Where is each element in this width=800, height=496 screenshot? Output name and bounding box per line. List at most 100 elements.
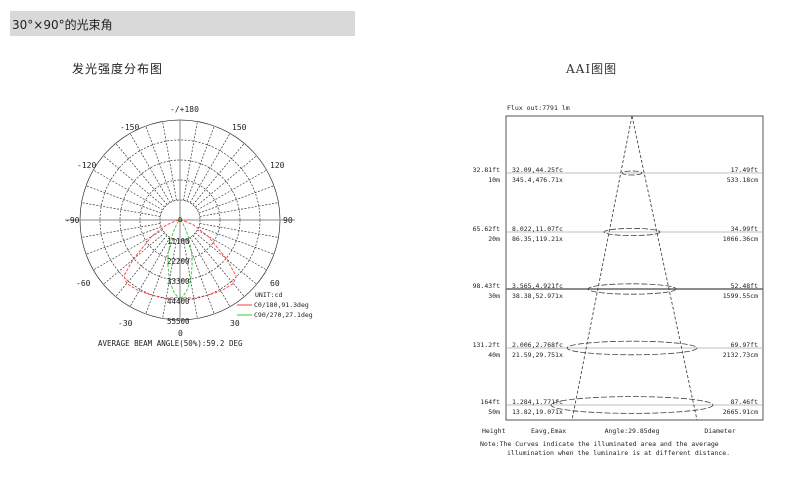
polar-spoke: [145, 238, 174, 315]
illuminance-lx: 38.38,52.971x: [512, 292, 563, 300]
polar-spoke: [186, 238, 215, 315]
beam-ellipse: [587, 283, 677, 295]
polar-spoke: [195, 155, 257, 208]
section-title: 30°×90°的光束角: [12, 18, 113, 32]
polar-spoke: [183, 121, 198, 201]
beam-ellipse: [603, 227, 661, 236]
polar-labels: -/+180 -150 150 -120 120 -90 90 -60 60 -30 30 0 0 111…: [65, 105, 313, 348]
ring-label: 44400: [167, 297, 190, 306]
polar-spoke: [85, 185, 162, 214]
diameter-ft: 34.99ft: [731, 225, 758, 233]
column-header: Eavg,Emax: [531, 427, 566, 435]
column-header: Angle:29.85deg: [605, 427, 660, 435]
beam-cone-left: [571, 115, 633, 421]
diameter-cm: 1599.55cm: [723, 292, 758, 300]
height-m: 50m: [488, 408, 500, 416]
polar-spoke: [129, 133, 171, 203]
intensity-curve-c0-180: [123, 219, 237, 299]
note-line-1: Note:The Curves indicate the illuminated…: [480, 440, 719, 448]
polar-spoke: [195, 232, 257, 285]
height-ft: 131.2ft: [473, 341, 500, 349]
aai-frame: [505, 115, 764, 421]
angle-label: 30: [230, 319, 240, 328]
aai-chart-title: AAI图图: [566, 62, 618, 76]
polar-spoke: [129, 237, 171, 307]
polar-grid: [65, 119, 295, 321]
illuminance-fc: 32.09,44.25fc: [512, 166, 563, 174]
illuminance-fc: 2.006,2.768fc: [512, 341, 563, 349]
polar-spoke: [189, 133, 231, 203]
angle-label: -90: [65, 216, 80, 225]
polar-spoke: [162, 121, 177, 201]
illuminance-fc: 8.022,11.07fc: [512, 225, 563, 233]
polar-spoke: [199, 223, 279, 238]
illuminance-lx: 345.4,476.71x: [512, 176, 563, 184]
diameter-cm: 533.18cm: [727, 176, 758, 184]
diameter-ft: 17.49ft: [731, 166, 758, 174]
angle-label: -60: [76, 279, 91, 288]
angle-label: -120: [77, 161, 96, 170]
polar-spoke: [197, 169, 267, 211]
angle-label: 150: [232, 123, 247, 132]
illuminance-lx: 86.35,119.21x: [512, 235, 563, 243]
polar-spoke: [115, 235, 168, 297]
ring-label: 55500: [167, 317, 190, 326]
illuminance-fc: 1.284,1.771fc: [512, 398, 563, 406]
column-header: Height: [482, 427, 506, 435]
ring-label: 33300: [167, 277, 190, 286]
diameter-cm: 1066.36cm: [723, 235, 758, 243]
polar-spoke: [197, 229, 267, 271]
polar-curves: [123, 219, 237, 301]
diameter-ft: 87.46ft: [731, 398, 758, 406]
column-header: Diameter: [704, 427, 735, 435]
angle-label: -30: [118, 319, 133, 328]
polar-spoke: [85, 226, 162, 255]
polar-spoke: [186, 125, 215, 202]
angle-label: 60: [270, 279, 280, 288]
beam-ellipse: [621, 170, 643, 176]
angle-label: 90: [283, 216, 293, 225]
polar-spoke: [198, 226, 275, 255]
illuminance-lx: 21.59,29.751x: [512, 351, 563, 359]
polar-spoke: [198, 185, 275, 214]
diameter-cm: 2665.91cm: [723, 408, 758, 416]
illuminance-fc: 3.565,4.921fc: [512, 282, 563, 290]
angle-label: -150: [120, 123, 139, 132]
height-m: 40m: [488, 351, 500, 359]
polar-spoke: [115, 143, 168, 205]
diameter-cm: 2132.73cm: [723, 351, 758, 359]
illuminance-lx: 13.82,19.071x: [512, 408, 563, 416]
diameter-ft: 69.97ft: [731, 341, 758, 349]
polar-spoke: [192, 235, 245, 297]
angle-label: 120: [270, 161, 285, 170]
height-m: 30m: [488, 292, 500, 300]
polar-spoke: [199, 202, 279, 217]
height-m: 20m: [488, 235, 500, 243]
height-ft: 98.43ft: [473, 282, 500, 290]
height-ft: 164ft: [480, 398, 500, 406]
angle-label: 0: [178, 329, 183, 338]
height-ft: 65.62ft: [473, 225, 500, 233]
unit-label: UNIT:cd: [255, 291, 282, 299]
polar-spoke: [81, 202, 161, 217]
diameter-ft: 52.48ft: [731, 282, 758, 290]
polar-spoke: [103, 155, 165, 208]
height-ft: 32.81ft: [473, 166, 500, 174]
polar-spoke: [93, 229, 163, 271]
polar-spoke: [192, 143, 245, 205]
section-header: 30°×90°的光束角: [10, 11, 355, 36]
legend-label: C0/180,91.3deg: [254, 301, 309, 309]
flux-label: Flux out:7791 lm: [507, 104, 570, 112]
polar-intensity-chart: -/+180 -150 150 -120 120 -90 90 -60 60 -30 30 0 0 111…: [65, 105, 313, 348]
legend-label: C90/270,27.1deg: [254, 311, 313, 319]
beam-angle-footer: AVERAGE BEAM ANGLE(50%):59.2 DEG: [98, 339, 243, 348]
center-label: 0: [178, 216, 182, 224]
note-line-2: illumination when the luminaire is at di…: [507, 449, 730, 457]
polar-spoke: [183, 239, 198, 319]
polar-spoke: [93, 169, 163, 211]
ring-label: 11100: [167, 237, 190, 246]
beam-ellipse: [550, 396, 714, 414]
polar-chart-title: 发光强度分布图: [72, 62, 164, 76]
angle-label: -/+180: [170, 105, 199, 114]
